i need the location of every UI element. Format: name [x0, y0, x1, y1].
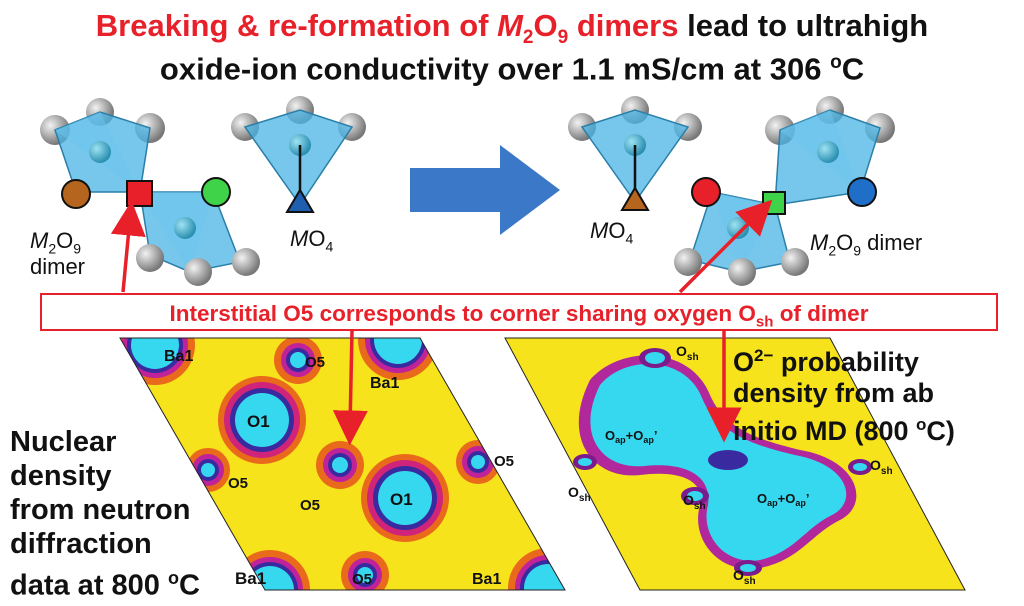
label-left-mo4: MO4: [290, 226, 334, 255]
right-mo4: [568, 96, 702, 211]
label-o5: O5: [300, 497, 320, 514]
transition-arrow: [410, 145, 560, 235]
blue-triangle-oxygen: [285, 188, 315, 213]
label-o5: O5: [305, 354, 325, 371]
cation-sphere: [89, 141, 111, 163]
orange-oxygen: [61, 179, 91, 209]
blue-oxygen: [847, 177, 877, 207]
title-line-1: Breaking & re-formation of M2O9 dimers l…: [0, 8, 1024, 56]
label-ba1-bottom: Ba1: [235, 569, 266, 588]
svg-text:Osh: Osh: [870, 457, 893, 477]
svg-text:Oap+Oap’: Oap+Oap’: [605, 428, 658, 445]
arrow-to-right-dimer: [678, 199, 773, 294]
label-ba1: Ba1: [472, 571, 501, 588]
oxygen-sphere: [232, 248, 260, 276]
orange-triangle-oxygen: [620, 186, 650, 211]
probability-density-caption: O2− probability density from ab initio M…: [733, 346, 955, 446]
svg-text:Osh: Osh: [683, 492, 706, 512]
svg-text:Osh: Osh: [568, 484, 591, 504]
interstitial-banner: Interstitial O5 corresponds to corner sh…: [40, 293, 998, 331]
label-left-dimer: M2O9: [30, 228, 82, 257]
arrow-to-o5: [332, 330, 368, 446]
label-ba1: Ba1: [164, 348, 193, 365]
title-black-part: lead to ultrahigh: [678, 8, 929, 43]
red-oxygen: [691, 177, 721, 207]
arrow-to-left-dimer: [110, 200, 146, 293]
svg-text:Osh: Osh: [733, 567, 756, 587]
red-square-oxygen: [126, 180, 153, 207]
svg-text:Osh: Osh: [676, 343, 699, 363]
label-o5: O5: [228, 475, 248, 492]
oxygen-sphere: [184, 258, 212, 286]
nuclear-density-caption: Nuclear density from neutron diffraction…: [10, 426, 200, 602]
label-left-dimer-word: dimer: [30, 254, 86, 279]
label-o1: O1: [247, 412, 270, 431]
svg-text:Oap+Oap’: Oap+Oap’: [757, 491, 810, 508]
right-map-labels: Osh Oap+Oap’ Oap+Oap’ Osh Osh Osh Osh: [568, 343, 893, 587]
cation-sphere: [174, 217, 196, 239]
left-map-labels: Ba1 O5 Ba1 O1 O5 O5 O1 O5 O5 Ba1: [164, 348, 514, 588]
label-o1: O1: [390, 490, 413, 509]
label-o5: O5: [352, 571, 372, 588]
green-square-oxygen: [762, 191, 786, 215]
label-o5: O5: [494, 453, 514, 470]
green-oxygen: [201, 177, 231, 207]
left-dimer: [40, 98, 260, 286]
oxygen-sphere: [136, 244, 164, 272]
label-right-dimer: M2O9 dimer: [810, 230, 923, 259]
label-right-mo4: MO4: [590, 218, 634, 247]
title-red-part: Breaking & re-formation of M2O9 dimers: [95, 8, 679, 49]
left-mo4: [231, 96, 366, 213]
label-ba1: Ba1: [370, 375, 399, 392]
title-line-2: oxide-ion conductivity over 1.1 mS/cm at…: [159, 51, 865, 87]
